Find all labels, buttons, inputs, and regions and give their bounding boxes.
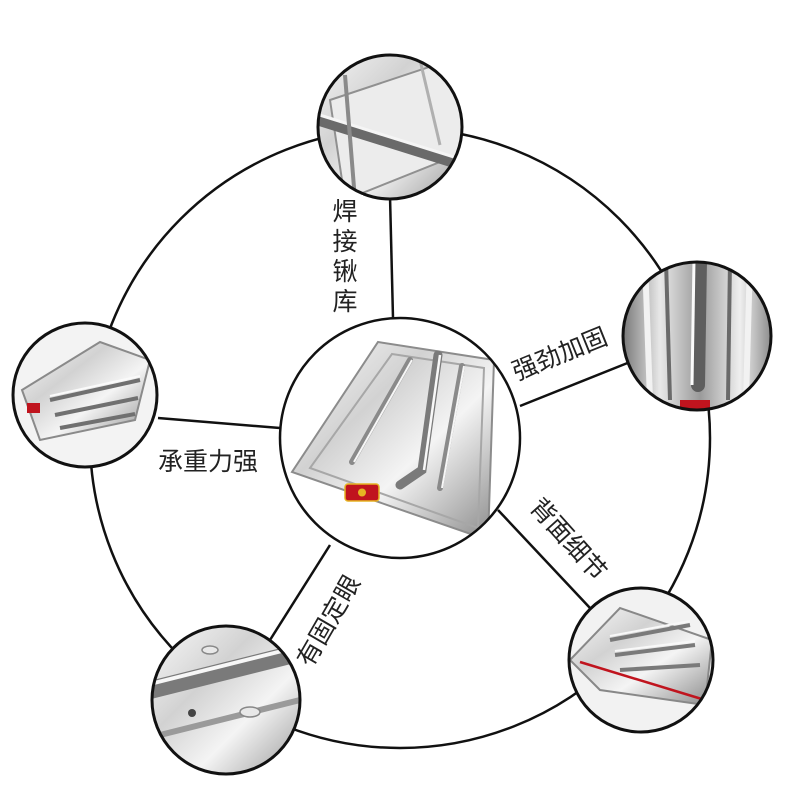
detail-reinforce-image [621,260,773,412]
label-welding-char-3: 库 [332,287,357,316]
detail-rivet-image [150,624,302,776]
detail-welding-image [316,53,464,201]
spoke-back [497,509,591,609]
spoke-load [157,416,281,430]
spokes [157,195,631,641]
label-welding-char-0: 焊 [332,197,357,226]
label-rivet: 有固定眼 [291,570,366,671]
label-welding-char-1: 接 [332,227,357,256]
detail-back-image [567,586,715,734]
label-load-bearing: 承重力强 [158,447,258,476]
spoke-welding [388,195,395,319]
label-welding-char-2: 锹 [332,257,357,286]
spoke-reinforce [519,360,631,408]
label-back-detail: 背面细节 [524,492,612,586]
shovel-image [278,316,522,560]
detail-load-image [11,321,159,469]
brand-badge-icon [27,403,40,413]
label-welding: 焊 接 锹 库 [325,195,363,319]
rivet-hole-icon [188,709,196,717]
spoke-rivet [268,544,332,641]
